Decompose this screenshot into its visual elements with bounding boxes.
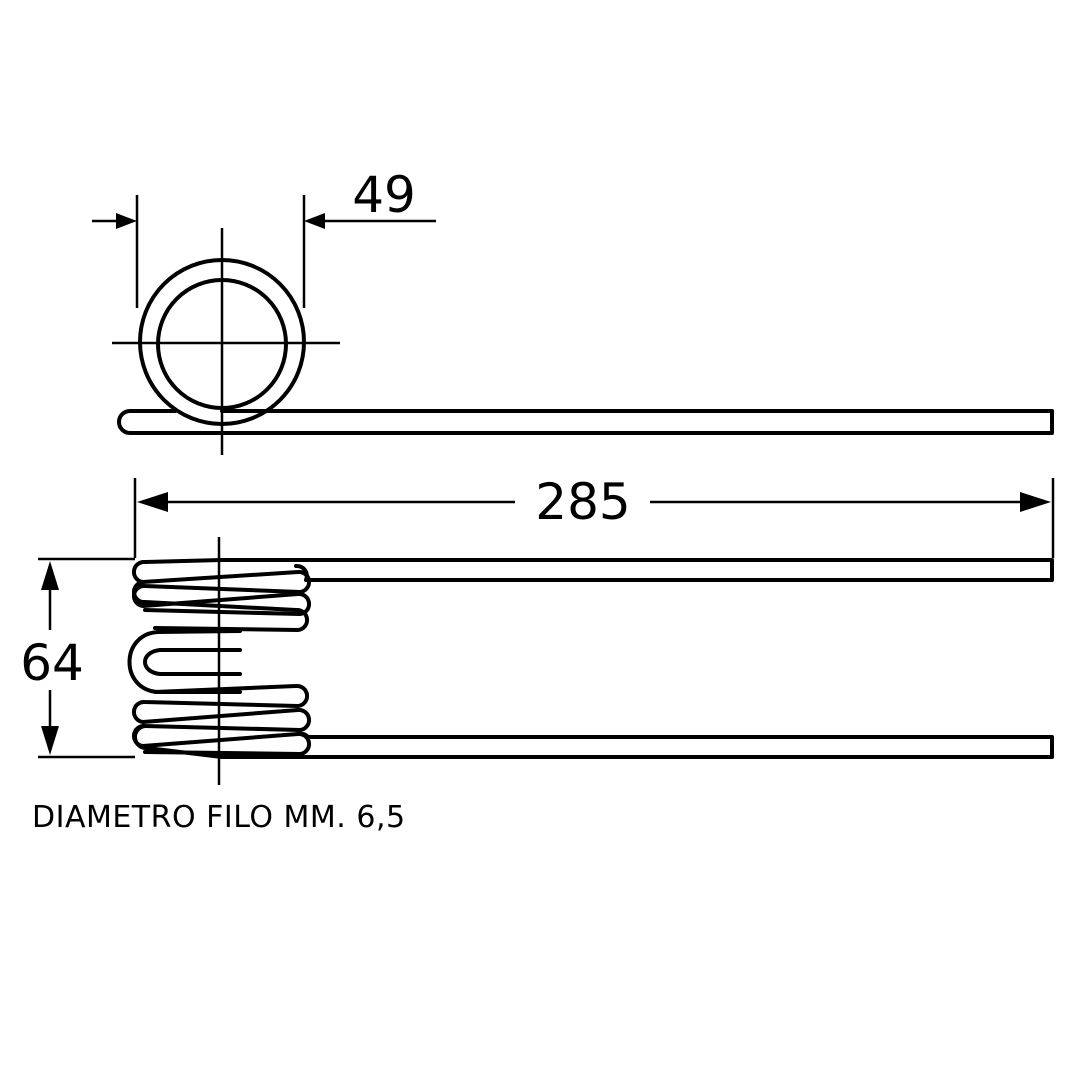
- dim-64-label: 64: [20, 634, 84, 692]
- wire-diameter-caption: DIAMETRO FILO MM. 6,5: [32, 800, 406, 835]
- length-dimension: 285: [133, 473, 1055, 558]
- dim-49-label: 49: [352, 166, 416, 224]
- dim-49-arrow-left: [116, 213, 137, 229]
- dim-285-label: 285: [535, 473, 630, 531]
- upper-tine: [220, 558, 1054, 582]
- top-view: 64: [20, 537, 1054, 785]
- dim-49-arrow-right: [304, 213, 325, 229]
- dim-285-arrow-right: [1020, 492, 1051, 512]
- center-u-bend-inner: [143, 648, 242, 676]
- center-u-bend: [127, 629, 242, 694]
- lower-coil-windings: [132, 683, 311, 759]
- lower-tine: [220, 735, 1054, 759]
- side-view: 49: [92, 166, 1054, 455]
- side-view-tine: [117, 409, 1054, 435]
- upper-coil-windings: [132, 558, 311, 632]
- dim-64-arrow-top: [41, 561, 59, 590]
- dim-64-arrow-bottom: [41, 726, 59, 755]
- dim-285-arrow-left: [137, 492, 168, 512]
